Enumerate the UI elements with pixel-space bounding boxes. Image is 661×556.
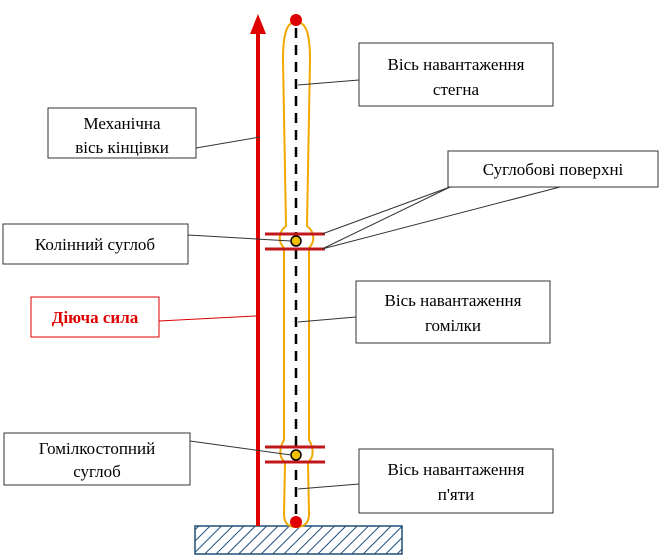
callout-joint-surfaces-line1: Суглобові поверхні [483, 160, 624, 179]
callout-heel-axis-line2: п'яти [438, 485, 475, 504]
callout-ankle-joint-line1: Гомілкостопний [39, 439, 155, 458]
callout-heel-axis-line1: Вісь навантаження [388, 460, 525, 479]
callout-acting-force-line1: Діюча сила [52, 308, 139, 327]
callout-tibia-axis-line1: Вісь навантаження [385, 291, 522, 310]
callout-knee-joint: Колінний суглоб [2, 223, 292, 265]
callout-femur-axis-line2: стегна [433, 80, 480, 99]
ground-base [194, 525, 403, 555]
callout-tibia-axis: Вісь навантаження гомілки [297, 280, 551, 344]
acting-force-arrow-head [250, 14, 266, 34]
callout-heel-axis: Вісь навантаження п'яти [297, 448, 554, 514]
callout-ankle-joint-line2: суглоб [73, 462, 121, 481]
top-point [290, 14, 302, 26]
callout-ankle-joint: Гомілкостопний суглоб [3, 432, 292, 486]
callout-acting-force: Діюча сила [30, 296, 257, 338]
knee-joint-center [290, 235, 302, 247]
bottom-point [290, 516, 302, 528]
callout-mechanical-axis-line1: Механічна [83, 114, 161, 133]
callout-femur-axis-line1: Вісь навантаження [388, 55, 525, 74]
callout-mechanical-axis-line2: вісь кінцівки [75, 138, 169, 157]
ankle-joint-center [290, 449, 302, 461]
callout-femur-axis: Вісь навантаження стегна [297, 42, 554, 107]
callout-joint-surfaces: Суглобові поверхні [321, 150, 659, 250]
callout-mechanical-axis: Механічна вісь кінцівки [47, 107, 261, 159]
callout-knee-joint-line1: Колінний суглоб [35, 235, 155, 254]
callout-tibia-axis-line2: гомілки [425, 316, 481, 335]
